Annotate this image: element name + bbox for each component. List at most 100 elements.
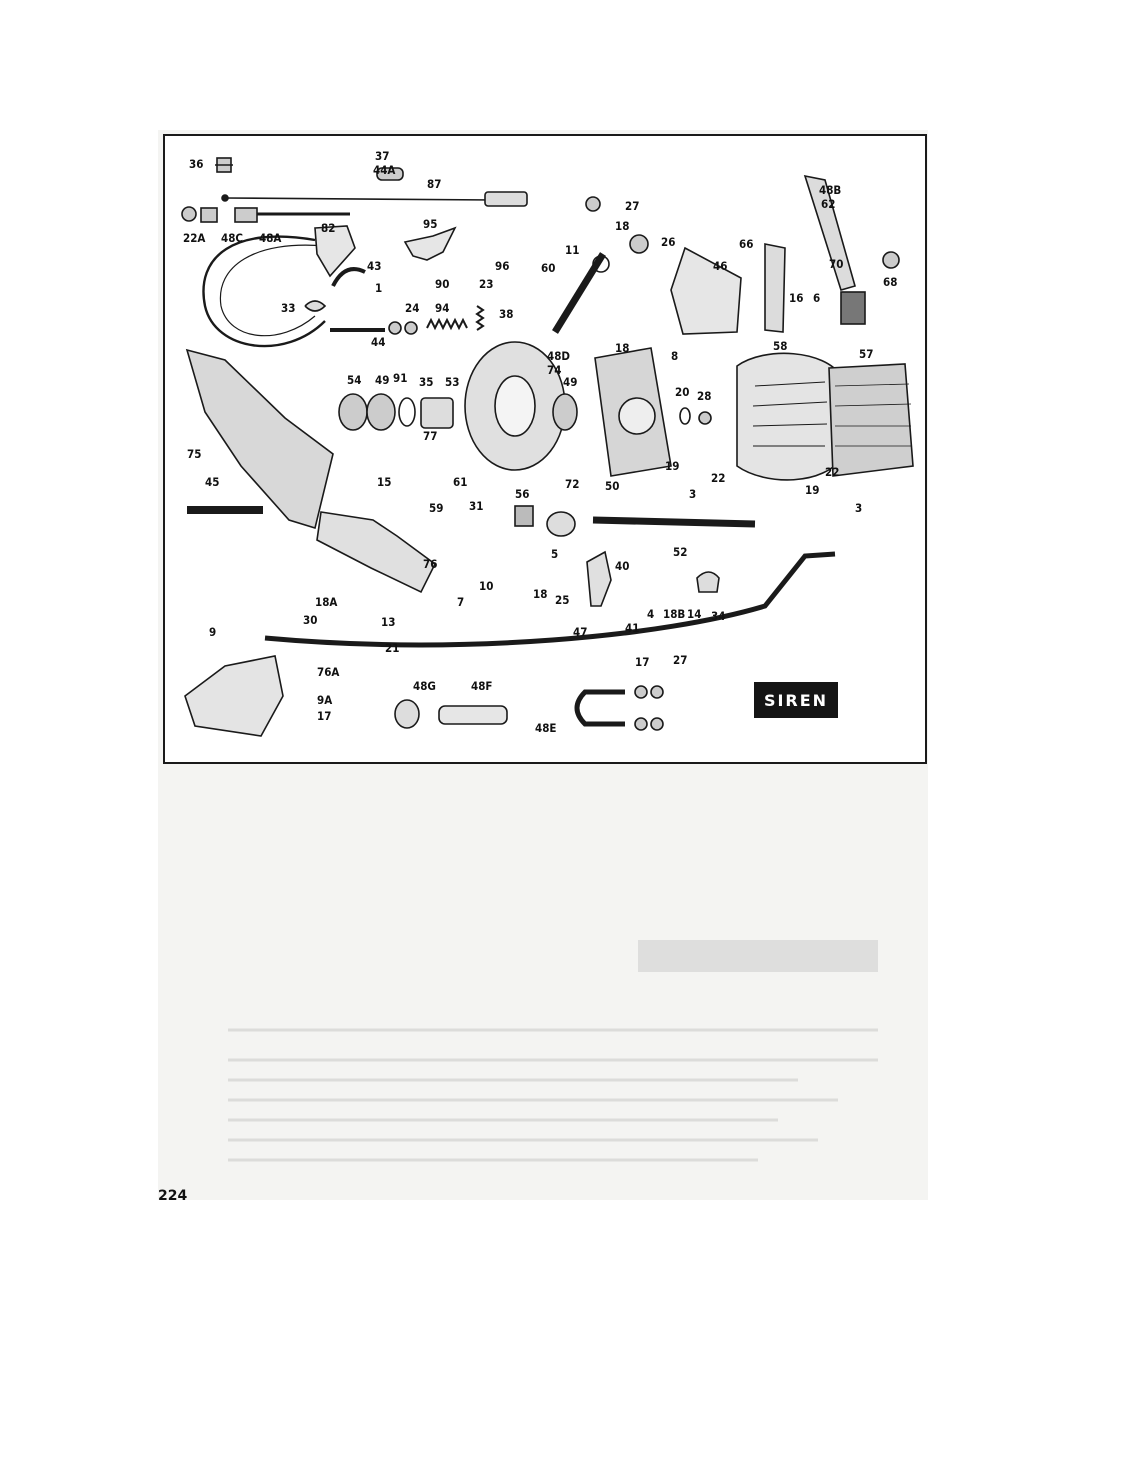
bracket-95 — [403, 226, 457, 261]
page-number: 224 — [158, 1188, 188, 1204]
nut-22a — [181, 206, 197, 222]
label-72: 72 — [565, 477, 579, 491]
u-bolt-48e — [574, 689, 625, 727]
label-18-mid: 18 — [615, 341, 629, 355]
label-23: 23 — [479, 277, 493, 291]
shaft-52 — [592, 516, 756, 528]
hook-40 — [586, 550, 612, 607]
label-49: 49 — [375, 373, 389, 387]
diagram-panel: 36 37 44A 87 48B 62 22A 48C 48A 82 27 18… — [163, 134, 927, 764]
arm-66 — [764, 243, 786, 333]
label-57: 57 — [859, 347, 873, 361]
washer-11 — [592, 255, 610, 273]
label-48f: 48F — [471, 679, 492, 693]
label-61: 61 — [453, 475, 467, 489]
label-48b: 48B — [819, 183, 841, 197]
pedal-pad — [840, 291, 866, 325]
label-52: 52 — [673, 545, 687, 559]
label-62: 62 — [821, 197, 835, 211]
cable-fitting — [484, 191, 528, 207]
stator-58 — [736, 352, 844, 481]
clip-33 — [304, 300, 327, 312]
label-26: 26 — [661, 235, 675, 249]
lever-48b — [803, 174, 856, 291]
label-18: 18 — [615, 219, 629, 233]
cup-72 — [546, 511, 576, 537]
screen-57 — [828, 363, 914, 477]
label-21: 21 — [385, 641, 399, 655]
siren-title-badge: SIREN — [754, 682, 838, 718]
label-38: 38 — [499, 307, 513, 321]
label-43: 43 — [367, 259, 381, 273]
label-15: 15 — [377, 475, 391, 489]
part-37 — [376, 167, 404, 181]
label-75: 75 — [187, 447, 201, 461]
bushing-48g — [394, 699, 420, 729]
label-90: 90 — [435, 277, 449, 291]
label-46: 46 — [713, 259, 727, 273]
label-17-left: 17 — [317, 709, 331, 723]
label-18b: 18B — [663, 607, 685, 621]
label-27: 27 — [625, 199, 639, 213]
cable-87 — [224, 197, 496, 201]
arm-75 — [185, 348, 334, 530]
label-54: 54 — [347, 373, 361, 387]
label-76: 76 — [423, 557, 437, 571]
part-labels: 36 37 44A 87 48B 62 22A 48C 48A 82 27 18… — [183, 149, 897, 735]
label-11: 11 — [565, 243, 579, 257]
label-30: 30 — [303, 613, 317, 627]
label-48a: 48A — [259, 231, 281, 245]
label-22: 22 — [711, 471, 725, 485]
label-91: 91 — [393, 371, 407, 385]
bracket-76a — [184, 655, 284, 737]
cable-loop — [202, 235, 326, 348]
label-10: 10 — [479, 579, 493, 593]
knob-68 — [882, 251, 900, 269]
clamp-43 — [331, 267, 366, 287]
gear-56 — [514, 505, 534, 527]
label-34: 34 — [711, 609, 725, 623]
bracket-46 — [670, 246, 742, 335]
siren-exploded-diagram: 36 37 44A 87 48B 62 22A 48C 48A 82 27 18… — [181, 149, 914, 737]
label-1: 1 — [375, 281, 382, 295]
label-7: 7 — [457, 595, 464, 609]
label-22a: 22A — [183, 231, 205, 245]
washer-20 — [679, 407, 691, 425]
nut-26 — [629, 234, 649, 254]
label-22-right: 22 — [825, 465, 839, 479]
label-50: 50 — [605, 479, 619, 493]
adapter-48c — [200, 207, 218, 223]
label-56: 56 — [515, 487, 529, 501]
label-94: 94 — [435, 301, 449, 315]
label-20: 20 — [675, 385, 689, 399]
label-3: 3 — [689, 487, 696, 501]
label-53: 53 — [445, 375, 459, 389]
label-68: 68 — [883, 275, 897, 289]
label-3-right: 3 — [855, 501, 862, 515]
label-44a: 44A — [373, 163, 395, 177]
label-8: 8 — [671, 349, 678, 363]
label-31: 31 — [469, 499, 483, 513]
label-9a: 9A — [317, 693, 332, 707]
part-27 — [585, 196, 601, 212]
bleed-through-table — [228, 940, 878, 1162]
label-24: 24 — [405, 301, 419, 315]
label-19-right: 19 — [805, 483, 819, 497]
label-48e: 48E — [535, 721, 556, 735]
label-18-lower: 18 — [533, 587, 547, 601]
clamp-34 — [696, 571, 720, 593]
label-17: 17 — [635, 655, 649, 669]
label-41: 41 — [625, 621, 639, 635]
snap-ring-35 — [398, 397, 416, 427]
label-48c: 48C — [221, 231, 243, 245]
label-76a: 76A — [317, 665, 339, 679]
tee-fitting-36 — [215, 157, 233, 173]
label-48d: 48D — [547, 349, 570, 363]
label-16: 16 — [789, 291, 803, 305]
label-66: 66 — [739, 237, 753, 251]
bearing-54 — [338, 393, 368, 431]
label-60: 60 — [541, 261, 555, 275]
label-87: 87 — [427, 177, 441, 191]
label-18a: 18A — [315, 595, 337, 609]
label-45: 45 — [205, 475, 219, 489]
